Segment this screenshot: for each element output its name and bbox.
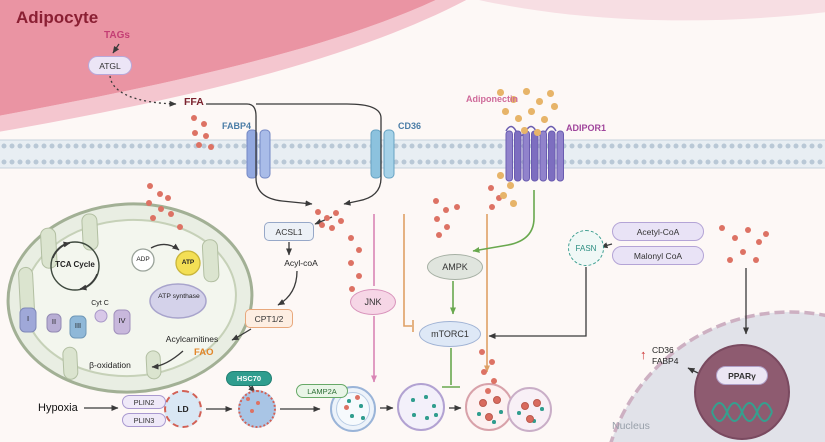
jnk-label: JNK	[364, 297, 382, 307]
acyl-coa-label: Acyl-coA	[284, 258, 318, 268]
fasn-label: FASN	[575, 243, 597, 253]
mtorc1-complex: mTORC1	[419, 321, 481, 347]
beta-oxidation-label: β-oxidation	[89, 360, 131, 370]
adp-icon	[131, 248, 155, 272]
lamp2a-label: LAMP2A	[307, 386, 337, 396]
fabp4-label: FABP4	[222, 121, 252, 131]
fasn-enzyme: FASN	[568, 230, 604, 266]
lamp2a-receptor: LAMP2A	[296, 384, 348, 398]
ppar-gamma: PPARγ	[716, 366, 768, 385]
complex-iii-label: III	[74, 321, 82, 330]
plin3-label: PLIN3	[133, 415, 155, 425]
cpt12-label: CPT1/2	[254, 313, 284, 324]
hsc70-label: HSC70	[236, 374, 262, 383]
adiponectin-label: Adiponectin	[466, 94, 518, 104]
upregulation-arrow-icon: ↑	[640, 347, 647, 362]
cpt12-enzyme: CPT1/2	[245, 309, 293, 328]
atp-synthase-icon	[149, 283, 207, 319]
cd36-label: CD36	[398, 121, 422, 131]
acsl1-enzyme: ACSL1	[264, 222, 314, 241]
fao-label: FAO	[194, 347, 214, 358]
hypoxia-label: Hypoxia	[38, 402, 78, 414]
adipor1-receptor-icon	[505, 125, 564, 182]
atp-label: ATP	[181, 259, 195, 266]
lipid-droplet-label: LD	[177, 404, 189, 414]
plasma-membrane	[0, 139, 825, 169]
cd36-channel-icon	[370, 129, 395, 179]
mtorc1-label: mTORC1	[431, 329, 469, 339]
plin2-label: PLIN2	[133, 397, 155, 407]
acylcarnitines-label: Acylcarnitines	[165, 334, 219, 344]
tca-cycle-arrow	[50, 241, 100, 291]
cd36-target-label: CD36	[652, 345, 674, 355]
acetyl-coa-label: Acetyl-CoA	[636, 226, 680, 237]
complex-iv-label: IV	[118, 316, 126, 325]
fabp4-target-label: FABP4	[652, 356, 679, 366]
ffa-label: FFA	[184, 96, 204, 108]
nucleus-label: Nucleus	[612, 420, 650, 432]
malonyl-coa-label: Malonyl CoA	[633, 250, 683, 261]
page-title: Adipocyte	[16, 8, 99, 27]
lysosome-fusion-2	[507, 387, 552, 432]
etc-complexes	[19, 307, 131, 339]
ampk-kinase: AMPK	[427, 254, 483, 280]
atp-synthase-label: ATP synthase	[158, 293, 200, 300]
plin3-pill: PLIN3	[122, 413, 166, 427]
adp-label: ADP	[136, 256, 150, 263]
complex-i-label: I	[26, 314, 30, 323]
adipor1-label: ADIPOR1	[566, 123, 607, 133]
complex-ii-label: II	[51, 317, 57, 326]
lysosome-fusion-1	[465, 383, 513, 431]
autolysosome	[397, 383, 445, 431]
fabp4-channel-icon	[246, 129, 271, 179]
hsc70-chaperone: HSC70	[226, 371, 272, 386]
pink-header-band	[0, 0, 825, 132]
ppar-gamma-label: PPARγ	[728, 370, 756, 381]
atgl-label: ATGL	[99, 60, 121, 71]
atp-icon	[175, 250, 201, 276]
dna-icon	[711, 402, 773, 422]
ampk-label: AMPK	[442, 262, 468, 272]
lipid-droplet-cma	[238, 390, 276, 428]
tca-cycle-label: TCA Cycle	[55, 260, 95, 269]
acsl1-label: ACSL1	[275, 226, 303, 237]
atgl-enzyme: ATGL	[88, 56, 132, 75]
jnk-kinase: JNK	[350, 289, 396, 315]
cytc-label: Cyt C	[91, 300, 109, 307]
lipid-droplet: LD	[164, 390, 202, 428]
malonyl-coa-pill: Malonyl CoA	[612, 246, 704, 265]
tags-label: TAGs	[104, 30, 130, 41]
acetyl-coa-pill: Acetyl-CoA	[612, 222, 704, 241]
plin2-pill: PLIN2	[122, 395, 166, 409]
